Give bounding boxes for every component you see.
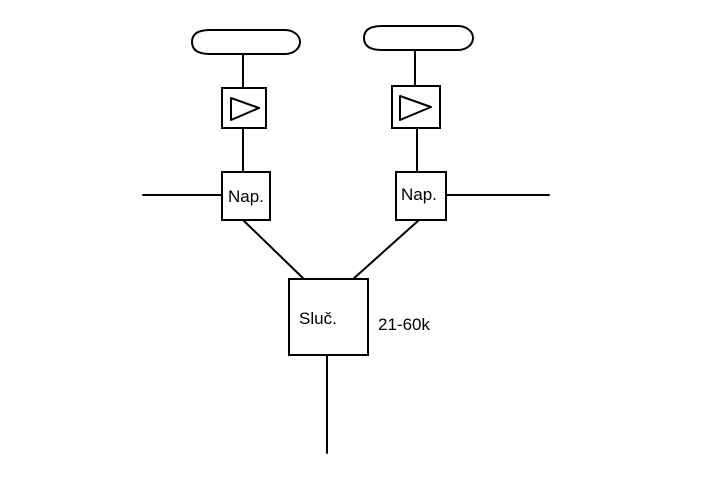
right-splitter-label: Nap. xyxy=(401,185,437,204)
left-splitter-label: Nap. xyxy=(228,187,264,206)
band-label: 21-60k xyxy=(378,315,430,334)
left-amplifier-triangle-icon xyxy=(230,97,260,121)
right-antenna-icon xyxy=(363,25,474,51)
right-splitter-box xyxy=(395,171,447,221)
right-diagonal-line xyxy=(351,219,420,281)
left-splitter-box xyxy=(221,171,271,221)
right-amplifier-triangle-icon xyxy=(399,95,432,121)
combiner-label: Sluč. xyxy=(299,309,337,328)
combiner-box xyxy=(288,278,369,356)
left-antenna-icon xyxy=(191,29,301,55)
left-diagonal-line xyxy=(242,219,308,283)
